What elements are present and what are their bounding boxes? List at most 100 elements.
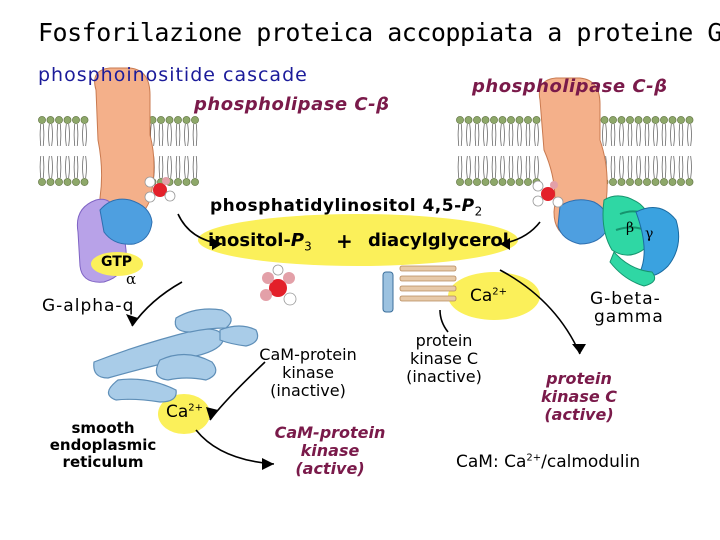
slide-title: Fosforilazione proteica accoppiata a pro…: [38, 18, 720, 47]
lipid-tail: [461, 124, 462, 146]
lipid-tail: [484, 124, 485, 146]
g-beta-gamma-complex: [603, 196, 679, 286]
plc-protein-right: [558, 200, 608, 244]
lipid-tail: [623, 156, 624, 178]
lipid-head: [38, 178, 45, 185]
lipid-tail: [196, 124, 197, 146]
lipid-head: [465, 116, 472, 123]
molecule-ip3: [260, 265, 296, 305]
lipid-head: [609, 116, 616, 123]
lipid-tail: [611, 156, 612, 178]
lipid-head: [686, 178, 693, 185]
lipid-head: [507, 178, 514, 185]
lipid-tail: [645, 156, 646, 178]
ca-left-text: Ca: [166, 402, 188, 422]
lipid-tail: [495, 124, 496, 146]
pip2-label: phosphatidylinositol 4,5-P2: [210, 196, 483, 218]
lipid-tail: [458, 124, 459, 146]
cam-footnote-prefix: CaM: Ca: [456, 452, 526, 472]
lipid-head: [490, 178, 497, 185]
lipid-tail: [640, 156, 641, 178]
pkc-active-label: protein kinase C (active): [534, 370, 624, 424]
lipid-tail: [159, 156, 160, 178]
cam-active-line1: CaM-protein: [268, 424, 392, 442]
lipid-tail: [188, 156, 189, 178]
plc-label-right: phospholipase C-β: [472, 76, 667, 97]
lipid-tail: [484, 156, 485, 178]
lipid-tail: [196, 156, 197, 178]
lipid-tail: [40, 156, 41, 178]
lipid-tail: [504, 124, 505, 146]
pkc-inactive-line3: (inactive): [398, 368, 490, 386]
lipid-tail: [168, 124, 169, 146]
lipid-tail: [492, 156, 493, 178]
lipid-tail: [679, 156, 680, 178]
lipid-head: [524, 116, 531, 123]
lipid-head: [473, 178, 480, 185]
beta-label: β: [626, 220, 634, 236]
lipid-tail: [162, 124, 163, 146]
lipid-head: [174, 116, 181, 123]
lipid-head: [456, 116, 463, 123]
lipid-tail: [501, 156, 502, 178]
cam-footnote: CaM: Ca2+/calmodulin: [456, 452, 640, 472]
ca-top-label: Ca2+: [470, 286, 507, 306]
lipid-tail: [614, 124, 615, 146]
lipid-head: [64, 178, 71, 185]
g-beta-gamma-label: G-beta- gamma: [590, 290, 664, 326]
lipid-tail: [623, 124, 624, 146]
lipid-head: [669, 178, 676, 185]
lipid-head: [81, 178, 88, 185]
lipid-tail: [665, 124, 666, 146]
lipid-tail: [458, 156, 459, 178]
ser-line3: reticulum: [42, 454, 164, 471]
lipid-tail: [43, 156, 44, 178]
lipid-head: [72, 178, 79, 185]
lipid-head: [191, 116, 198, 123]
lipid-tail: [66, 156, 67, 178]
lipid-head: [55, 178, 62, 185]
lipid-tail: [470, 156, 471, 178]
lipid-tail: [77, 124, 78, 146]
pkc-active-line3: (active): [534, 406, 624, 424]
lipid-tail: [674, 124, 675, 146]
cam-inactive-label: CaM-protein kinase (inactive): [246, 346, 370, 400]
lipid-head: [490, 116, 497, 123]
plus-sign: +: [336, 229, 353, 253]
lipid-tail: [657, 156, 658, 178]
lipid-head: [524, 178, 531, 185]
lipid-tail: [682, 124, 683, 146]
lipid-tail: [86, 156, 87, 178]
lipid-tail: [69, 156, 70, 178]
ip3-symbol: P: [291, 230, 304, 251]
lipid-head: [473, 116, 480, 123]
alpha-label: α: [126, 270, 136, 288]
lipid-tail: [66, 124, 67, 146]
pkc-inactive-label: protein kinase C (inactive): [398, 332, 490, 386]
lipid-tail: [52, 156, 53, 178]
lipid-head: [660, 116, 667, 123]
ser-line2: endoplasmic: [42, 437, 164, 454]
lipid-tail: [83, 124, 84, 146]
lipid-head: [626, 116, 633, 123]
lipid-tail: [512, 124, 513, 146]
lipid-tail: [504, 156, 505, 178]
lipid-tail: [526, 156, 527, 178]
lipid-tail: [509, 156, 510, 178]
lipid-tail: [509, 124, 510, 146]
lipid-tail: [185, 156, 186, 178]
lipid-head: [643, 178, 650, 185]
lipid-tail: [640, 124, 641, 146]
lipid-tail: [631, 124, 632, 146]
cam-active-line2: kinase: [268, 442, 392, 460]
lipid-tail: [43, 124, 44, 146]
lipid-head: [677, 116, 684, 123]
lipid-head: [465, 178, 472, 185]
lipid-tail: [467, 124, 468, 146]
lipid-tail: [49, 156, 50, 178]
lipid-head: [516, 116, 523, 123]
lipid-tail: [535, 124, 536, 146]
pkc-inactive-line2: kinase C: [398, 350, 490, 368]
ca-top-charge: 2+: [492, 286, 507, 297]
